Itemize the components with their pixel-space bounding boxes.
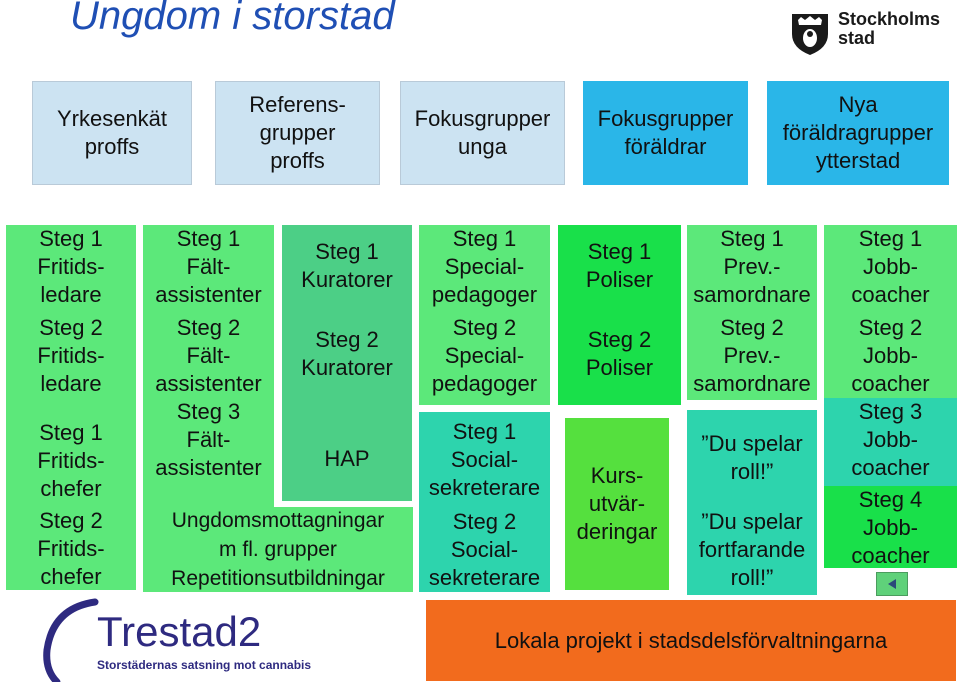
- du-spelar-fortfarande-roll: ”Du spelar fortfarande roll!”: [698, 509, 806, 590]
- logo-text: Stockholms stad: [838, 9, 941, 48]
- steg2-prev-samordnare: Steg 2 Prev.- samordnare: [693, 315, 811, 396]
- steg1-faltassistenter: Steg 1 Fält- assistenter: [155, 226, 262, 307]
- column-poliser: Steg 1 Poliser Steg 2 Poliser: [558, 225, 681, 405]
- top-box-yrkesenkat: Yrkesenkät proffs: [32, 81, 192, 185]
- triangle-left-icon: [888, 579, 896, 589]
- column-kuratorer: Steg 1 Kuratorer Steg 2 Kuratorer HAP: [282, 225, 412, 501]
- column-prev: Steg 1 Prev.- samordnare Steg 2 Prev.- s…: [687, 225, 817, 400]
- steg1-fritidschefer: Steg 1 Fritids- chefer: [37, 420, 105, 501]
- steg1-jobbcoacher: Steg 1 Jobb- coacher: [851, 226, 930, 307]
- stockholm-crown-icon: [792, 14, 828, 55]
- column-falt: Steg 1 Fält- assistenter Steg 2 Fält- as…: [143, 225, 274, 507]
- du-spelar-roll: ”Du spelar roll!”: [701, 431, 803, 484]
- bottom-banner: Lokala projekt i stadsdelsförvaltningarn…: [426, 600, 956, 681]
- trestad-tagline: Storstädernas satsning mot cannabis: [97, 658, 312, 672]
- steg2-fritidschefer: Steg 2 Fritids- chefer: [37, 508, 105, 589]
- kursutvarderingar-box: Kurs- utvär- deringar: [565, 418, 669, 590]
- hap-label: HAP: [324, 446, 370, 471]
- steg2-poliser: Steg 2 Poliser: [585, 327, 654, 380]
- column-specialpedagoger: Steg 1 Special- pedagoger Steg 2 Special…: [419, 225, 550, 405]
- page-title: Ungdom i storstad: [70, 0, 395, 38]
- steg1-poliser: Steg 1 Poliser: [585, 239, 654, 292]
- top-box-referensgrupper: Referens- grupper proffs: [215, 81, 380, 185]
- top-box-fokusgrupper-unga: Fokusgrupper unga: [400, 81, 565, 185]
- steg2-fritidsledare: Steg 2 Fritids- ledare: [37, 315, 105, 396]
- trestad2-logo: Trestad2 Storstädernas satsning mot cann…: [35, 598, 420, 682]
- steg1-fritidsledare: Steg 1 Fritids- ledare: [37, 226, 105, 307]
- ungdomsmottagningar-box: Ungdomsmottagningar m fl. grupper Repeti…: [143, 507, 413, 592]
- steg2-socialsekreterare: Steg 2 Social- sekreterare: [428, 509, 541, 590]
- steg3-jobbcoacher: Steg 3 Jobb- coacher: [824, 398, 957, 486]
- stockholms-stad-logo: Stockholms stad: [788, 6, 958, 56]
- steg2-faltassistenter: Steg 2 Fält- assistenter: [155, 315, 262, 396]
- steg3-faltassistenter: Steg 3 Fält- assistenter: [155, 399, 262, 480]
- steg4-jobbcoacher: Steg 4 Jobb- coacher: [824, 486, 957, 568]
- trestad-arc-icon: [43, 598, 99, 682]
- steg2-specialpedagoger: Steg 2 Special- pedagoger: [431, 315, 538, 396]
- steg2-jobbcoacher: Steg 2 Jobb- coacher: [851, 315, 930, 396]
- column-du-spelar: ”Du spelar roll!” ”Du spelar fortfarande…: [687, 410, 817, 595]
- column-socialsekreterare: Steg 1 Social- sekreterare Steg 2 Social…: [419, 412, 550, 592]
- steg1-socialsekreterare: Steg 1 Social- sekreterare: [428, 419, 541, 500]
- top-box-nya-foraldragrupper: Nya föräldragrupper ytterstad: [767, 81, 949, 185]
- back-button[interactable]: [876, 572, 908, 596]
- steg1-prev-samordnare: Steg 1 Prev.- samordnare: [693, 226, 811, 307]
- steg1-kuratorer: Steg 1 Kuratorer: [301, 239, 393, 292]
- steg1-specialpedagoger: Steg 1 Special- pedagoger: [431, 226, 538, 307]
- column-jobbcoacher: Steg 1 Jobb- coacher Steg 2 Jobb- coache…: [824, 225, 957, 398]
- steg2-kuratorer: Steg 2 Kuratorer: [301, 327, 393, 380]
- trestad-name: Trestad2: [97, 608, 262, 655]
- column-fritids: Steg 1 Fritids- ledare Steg 2 Fritids- l…: [6, 225, 136, 590]
- top-box-fokusgrupper-foraldrar: Fokusgrupper föräldrar: [583, 81, 748, 185]
